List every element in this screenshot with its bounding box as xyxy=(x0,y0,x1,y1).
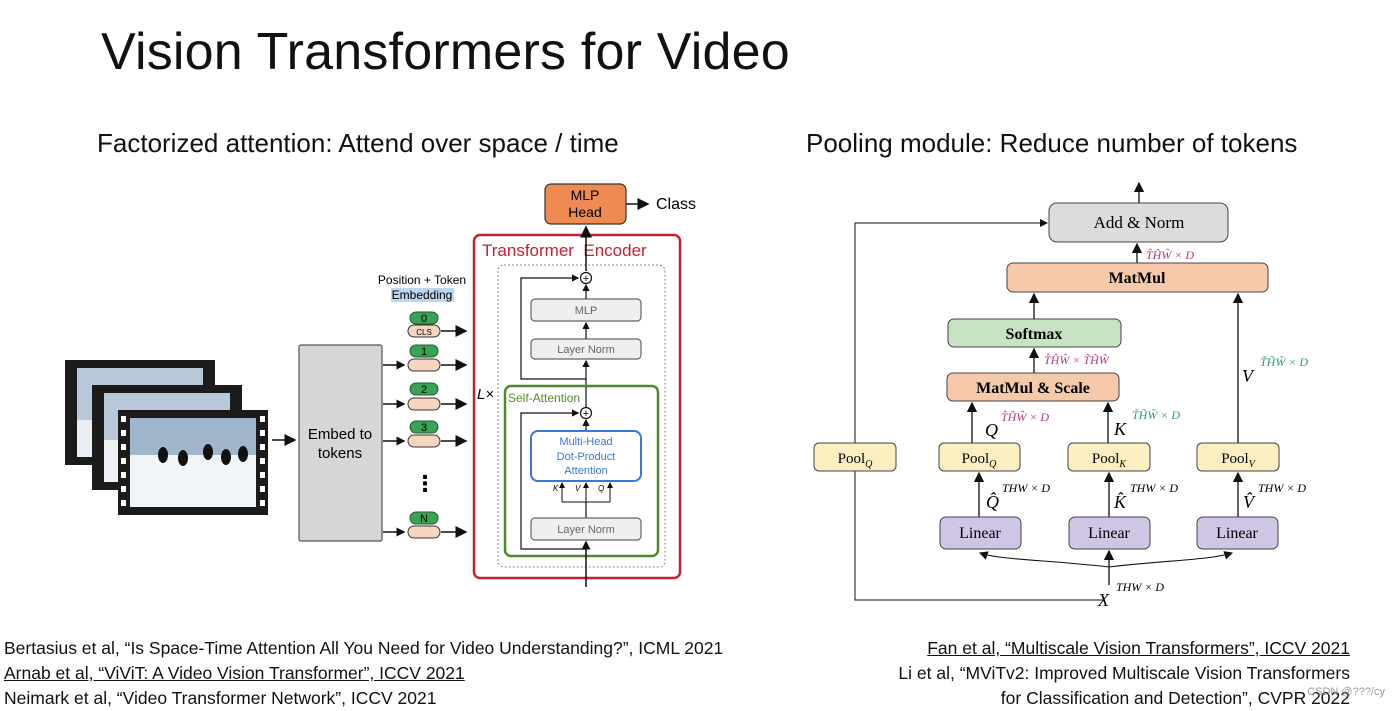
ref-li-2: for Classification and Detection”, CVPR … xyxy=(1000,688,1350,708)
linear-q xyxy=(939,516,1022,550)
svg-text:Linear: Linear xyxy=(959,525,1001,542)
linear-v xyxy=(1196,516,1279,550)
svg-text:V: V xyxy=(575,484,581,493)
references-right: Fan et al, “Multiscale Vision Transforme… xyxy=(898,636,1350,711)
svg-text:Head: Head xyxy=(568,204,601,220)
lx-label: L× xyxy=(477,386,494,403)
right-heading: Pooling module: Reduce number of tokens xyxy=(806,128,1298,158)
v-label: V xyxy=(1242,366,1255,386)
class-label: Class xyxy=(656,196,696,213)
token-0: 0 CLS xyxy=(407,311,441,338)
svg-text:PoolK: PoolK xyxy=(1092,451,1128,470)
svg-text:Multi-Head: Multi-Head xyxy=(559,436,612,448)
add-norm-box xyxy=(1048,202,1229,243)
watermark: CSDN @???/cy xyxy=(1307,686,1385,698)
ref-li-1: Li et al, “MViTv2: Improved Multiscale V… xyxy=(898,663,1350,683)
embedding-label: Embedding xyxy=(392,288,453,302)
dim-softmax: T̂ĤŴ × T̃H̃W̃ xyxy=(1044,353,1110,367)
dim-thw-q: THW × D xyxy=(1002,481,1050,495)
left-heading: Factorized attention: Attend over space … xyxy=(97,128,619,158)
pos-token-label: Position + Token xyxy=(378,273,466,287)
svg-text:Softmax: Softmax xyxy=(1006,326,1063,343)
transformer-encoder-title: Transformer Encoder xyxy=(482,241,647,260)
svg-text:Attention: Attention xyxy=(564,465,607,477)
svg-text:PoolQ: PoolQ xyxy=(838,451,874,470)
self-attention-box xyxy=(503,384,660,558)
pool-q-left xyxy=(813,442,897,472)
ref-bertasius: Bertasius et al, “Is Space-Time Attentio… xyxy=(4,638,724,658)
dim-q: T̂ĤŴ × D xyxy=(1001,410,1049,424)
pool-q xyxy=(938,442,1021,472)
v-hat-label: V̂ xyxy=(1243,492,1256,512)
svg-text:Linear: Linear xyxy=(1216,525,1258,542)
svg-text:N: N xyxy=(420,513,428,525)
token-ellipsis: ⋮ xyxy=(414,471,436,496)
ref-fan[interactable]: Fan et al, “Multiscale Vision Transforme… xyxy=(927,638,1350,658)
svg-text:PoolV: PoolV xyxy=(1221,451,1257,470)
svg-text:MLP: MLP xyxy=(575,305,598,317)
pooling-module-diagram: Add & Norm T̂ĤŴ × D MatMul Softmax T̂ĤŴ … xyxy=(813,181,1308,610)
svg-text:MatMul: MatMul xyxy=(1109,270,1166,287)
mhdpa-box xyxy=(530,430,642,482)
pool-k xyxy=(1067,442,1151,472)
svg-text:Linear: Linear xyxy=(1088,525,1130,542)
token-3: 3 xyxy=(407,420,441,448)
matmul-box xyxy=(1006,262,1269,293)
q-hat-label: Q̂ xyxy=(986,492,999,512)
svg-text:K: K xyxy=(553,484,559,493)
matmul-scale-box xyxy=(946,372,1120,402)
svg-text:MatMul & Scale: MatMul & Scale xyxy=(976,380,1090,397)
k-hat-label: K̂ xyxy=(1113,492,1127,512)
embed-label-line1: Embed to xyxy=(308,426,372,443)
svg-text:3: 3 xyxy=(421,422,427,434)
dim-thw-k: THW × D xyxy=(1130,481,1178,495)
token-2: 2 xyxy=(407,382,441,411)
dim-thw-v: THW × D xyxy=(1258,481,1306,495)
svg-text:MLP: MLP xyxy=(571,187,600,203)
factorized-attention-diagram: Embed to tokens Position + Token Embeddi… xyxy=(65,183,696,587)
dim-add-norm: T̂ĤŴ × D xyxy=(1146,248,1194,262)
pool-v xyxy=(1196,442,1280,472)
dim-thw-x: THW × D xyxy=(1116,580,1164,594)
embed-label-line2: tokens xyxy=(318,445,362,462)
ref-arnab[interactable]: Arnab et al, “ViViT: A Video Vision Tran… xyxy=(4,663,465,683)
token-1: 1 xyxy=(407,344,441,372)
k-label: K xyxy=(1113,419,1127,439)
svg-text:Layer Norm: Layer Norm xyxy=(557,524,614,536)
svg-text:0: 0 xyxy=(421,313,427,325)
video-frames-image xyxy=(65,360,268,515)
svg-text:Dot-Product: Dot-Product xyxy=(557,451,616,463)
svg-text:PoolQ: PoolQ xyxy=(962,451,998,470)
x-label: X xyxy=(1097,590,1110,610)
references-left: Bertasius et al, “Is Space-Time Attentio… xyxy=(4,636,723,711)
token-n: N xyxy=(407,511,441,539)
svg-text:+: + xyxy=(583,273,589,285)
self-attention-label: Self-Attention xyxy=(508,391,580,405)
embed-box xyxy=(298,344,383,542)
transformer-encoder-box xyxy=(472,233,682,580)
layer-norm-bottom xyxy=(530,517,642,541)
q-label: Q xyxy=(985,420,998,440)
linear-k xyxy=(1068,516,1151,550)
dim-k: T̃H̃W̃ × D xyxy=(1132,408,1180,422)
svg-text:Layer Norm: Layer Norm xyxy=(557,344,614,356)
svg-text:1: 1 xyxy=(421,346,427,358)
svg-text:CLS: CLS xyxy=(416,328,432,337)
svg-text:2: 2 xyxy=(421,384,427,396)
dim-v: T̃H̃W̃ × D xyxy=(1260,355,1308,369)
svg-text:Add & Norm: Add & Norm xyxy=(1094,213,1185,232)
slide-title: Vision Transformers for Video xyxy=(101,23,790,81)
ref-neimark: Neimark et al, “Video Transformer Networ… xyxy=(4,688,437,708)
svg-text:Q: Q xyxy=(598,484,604,493)
svg-text:+: + xyxy=(583,408,589,420)
